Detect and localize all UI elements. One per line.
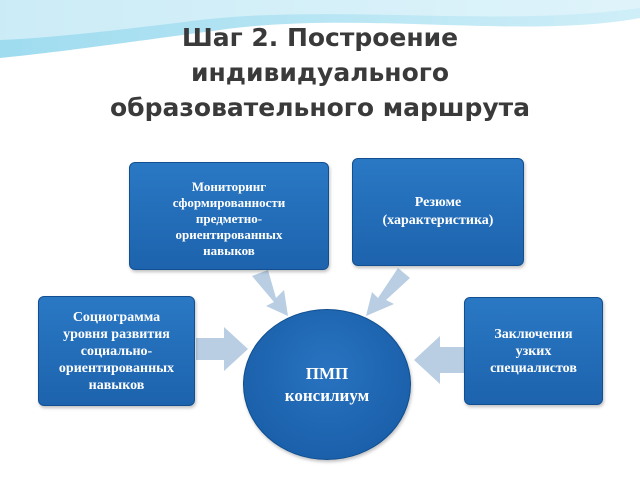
- arrow-from-conclusions: [414, 336, 464, 384]
- conclusions-line-3: специалистов: [490, 360, 577, 376]
- conclusions-box: Заключения узких специалистов: [464, 297, 603, 405]
- monitoring-line-4: ориентированных: [175, 227, 283, 242]
- page-title: Шаг 2. Построение индивидуального образо…: [40, 20, 600, 125]
- sociogram-line-1: Социограмма: [72, 309, 161, 325]
- monitoring-line-1: Мониторинг: [191, 179, 267, 194]
- resume-line-1: Резюме: [414, 195, 462, 210]
- arrow-from-sociogram: [196, 327, 248, 371]
- title-line-1: Шаг 2. Построение: [181, 23, 459, 52]
- resume-line-2: (характеристика): [382, 213, 494, 228]
- title-line-3: образовательного маршрута: [109, 93, 531, 122]
- arrow-from-monitoring: [252, 270, 288, 316]
- monitoring-line-5: навыков: [203, 243, 255, 258]
- sociogram-box: Социограмма уровня развития социально- о…: [38, 296, 195, 406]
- sociogram-line-4: ориентированных: [58, 360, 175, 376]
- monitoring-box: Мониторинг сформированности предметно- о…: [129, 162, 329, 270]
- title-line-2: индивидуального: [191, 58, 449, 87]
- conclusions-line-1: Заключения: [494, 326, 573, 342]
- monitoring-line-3: предметно-: [195, 211, 263, 226]
- conclusions-line-2: узких: [515, 343, 552, 359]
- decorative-wave-header: [0, 0, 640, 58]
- pmp-council-circle: ПМП консилиум: [243, 309, 411, 460]
- monitoring-line-2: сформированности: [172, 195, 286, 210]
- center-line-1: ПМП: [305, 363, 349, 383]
- resume-box: Резюме (характеристика): [352, 158, 524, 266]
- sociogram-line-5: навыков: [88, 377, 145, 393]
- center-line-2: консилиум: [284, 385, 370, 405]
- arrow-from-resume: [366, 268, 410, 316]
- sociogram-line-3: социально-: [80, 343, 153, 359]
- sociogram-line-2: уровня развития: [63, 326, 170, 342]
